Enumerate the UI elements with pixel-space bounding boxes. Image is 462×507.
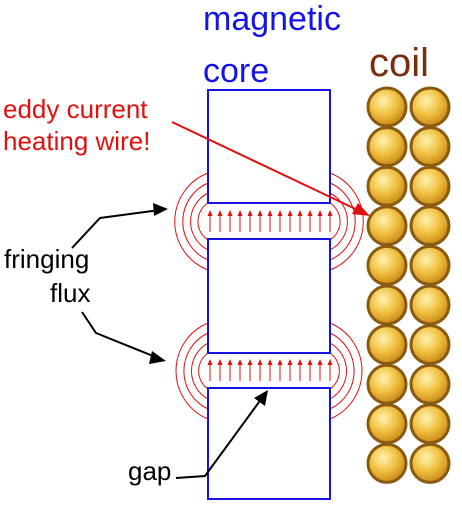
eddy-current-arrow (171, 121, 370, 216)
coil-turn (366, 442, 408, 484)
coil-turn (366, 126, 408, 168)
eddy-label-line2: heating wire! (3, 126, 150, 156)
gap-flux-arrowhead (277, 359, 283, 365)
coil-turn (366, 284, 408, 326)
coil-label: coil (369, 41, 429, 85)
gap-flux-arrowhead (317, 210, 323, 216)
gap-flux-arrowhead (287, 210, 293, 216)
gap-flux-arrowhead (247, 210, 253, 216)
coil-turn (409, 205, 451, 247)
gap-flux-arrows-upper (207, 210, 333, 232)
coil-turn (366, 324, 408, 366)
gap-flux-arrowhead (227, 359, 233, 365)
coil-turn (366, 165, 408, 207)
coil-turn (409, 244, 451, 286)
gap-flux-arrows-lower (207, 359, 333, 381)
gap-flux-arrowhead (307, 210, 313, 216)
gap-flux-arrowhead (307, 359, 313, 365)
core-label-line2: core (203, 52, 269, 90)
gap-flux-arrowhead (297, 359, 303, 365)
gap-flux-arrowhead (267, 210, 273, 216)
fringing-pointer-arrow-lower (81, 311, 166, 364)
gap-flux-arrowhead (217, 210, 223, 216)
gap-flux-arrowhead (207, 210, 213, 216)
gap-pointer-arrow (175, 390, 268, 479)
coil-turn (409, 324, 451, 366)
fringing-label-line2: flux (50, 278, 90, 308)
gap-flux-arrowhead (247, 359, 253, 365)
fringing-flux-lower (175, 322, 363, 420)
gap-flux-arrowhead (207, 359, 213, 365)
gap-flux-arrowhead (297, 210, 303, 216)
fringing-pointer-arrow-upper (71, 203, 168, 249)
coil-turn (366, 363, 408, 405)
gap-flux-arrowhead (237, 359, 243, 365)
coil-windings (366, 86, 451, 484)
coil-turn (409, 284, 451, 326)
gap-flux-arrowhead (317, 359, 323, 365)
fringing-label-line1: fringing (4, 244, 89, 274)
core-label-line1: magnetic (203, 0, 341, 38)
core-block-top (207, 89, 331, 204)
gap-flux-arrowhead (237, 210, 243, 216)
gap-flux-arrowhead (267, 359, 273, 365)
coil-turn (366, 244, 408, 286)
core-block-bottom (207, 387, 331, 500)
coil-turn (409, 86, 451, 128)
gap-flux-arrowhead (277, 210, 283, 216)
coil-turn (409, 126, 451, 168)
coil-turn (366, 86, 408, 128)
coil-turn (409, 363, 451, 405)
gap-flux-arrowhead (327, 359, 333, 365)
coil-turn (366, 205, 408, 247)
gap-flux-arrowhead (287, 359, 293, 365)
coil-turn (366, 403, 408, 445)
fringing-flux-upper (174, 172, 364, 271)
gap-flux-arrowhead (227, 210, 233, 216)
gap-flux-arrowhead (327, 210, 333, 216)
gap-label: gap (128, 456, 171, 486)
coil-turn (409, 442, 451, 484)
gap-flux-arrowhead (257, 359, 263, 365)
coil-turn (409, 403, 451, 445)
coil-turn (409, 165, 451, 207)
eddy-label-line1: eddy current (3, 94, 148, 124)
gap-flux-arrowhead (217, 359, 223, 365)
gap-flux-arrowhead (257, 210, 263, 216)
core-block-middle (207, 238, 331, 354)
